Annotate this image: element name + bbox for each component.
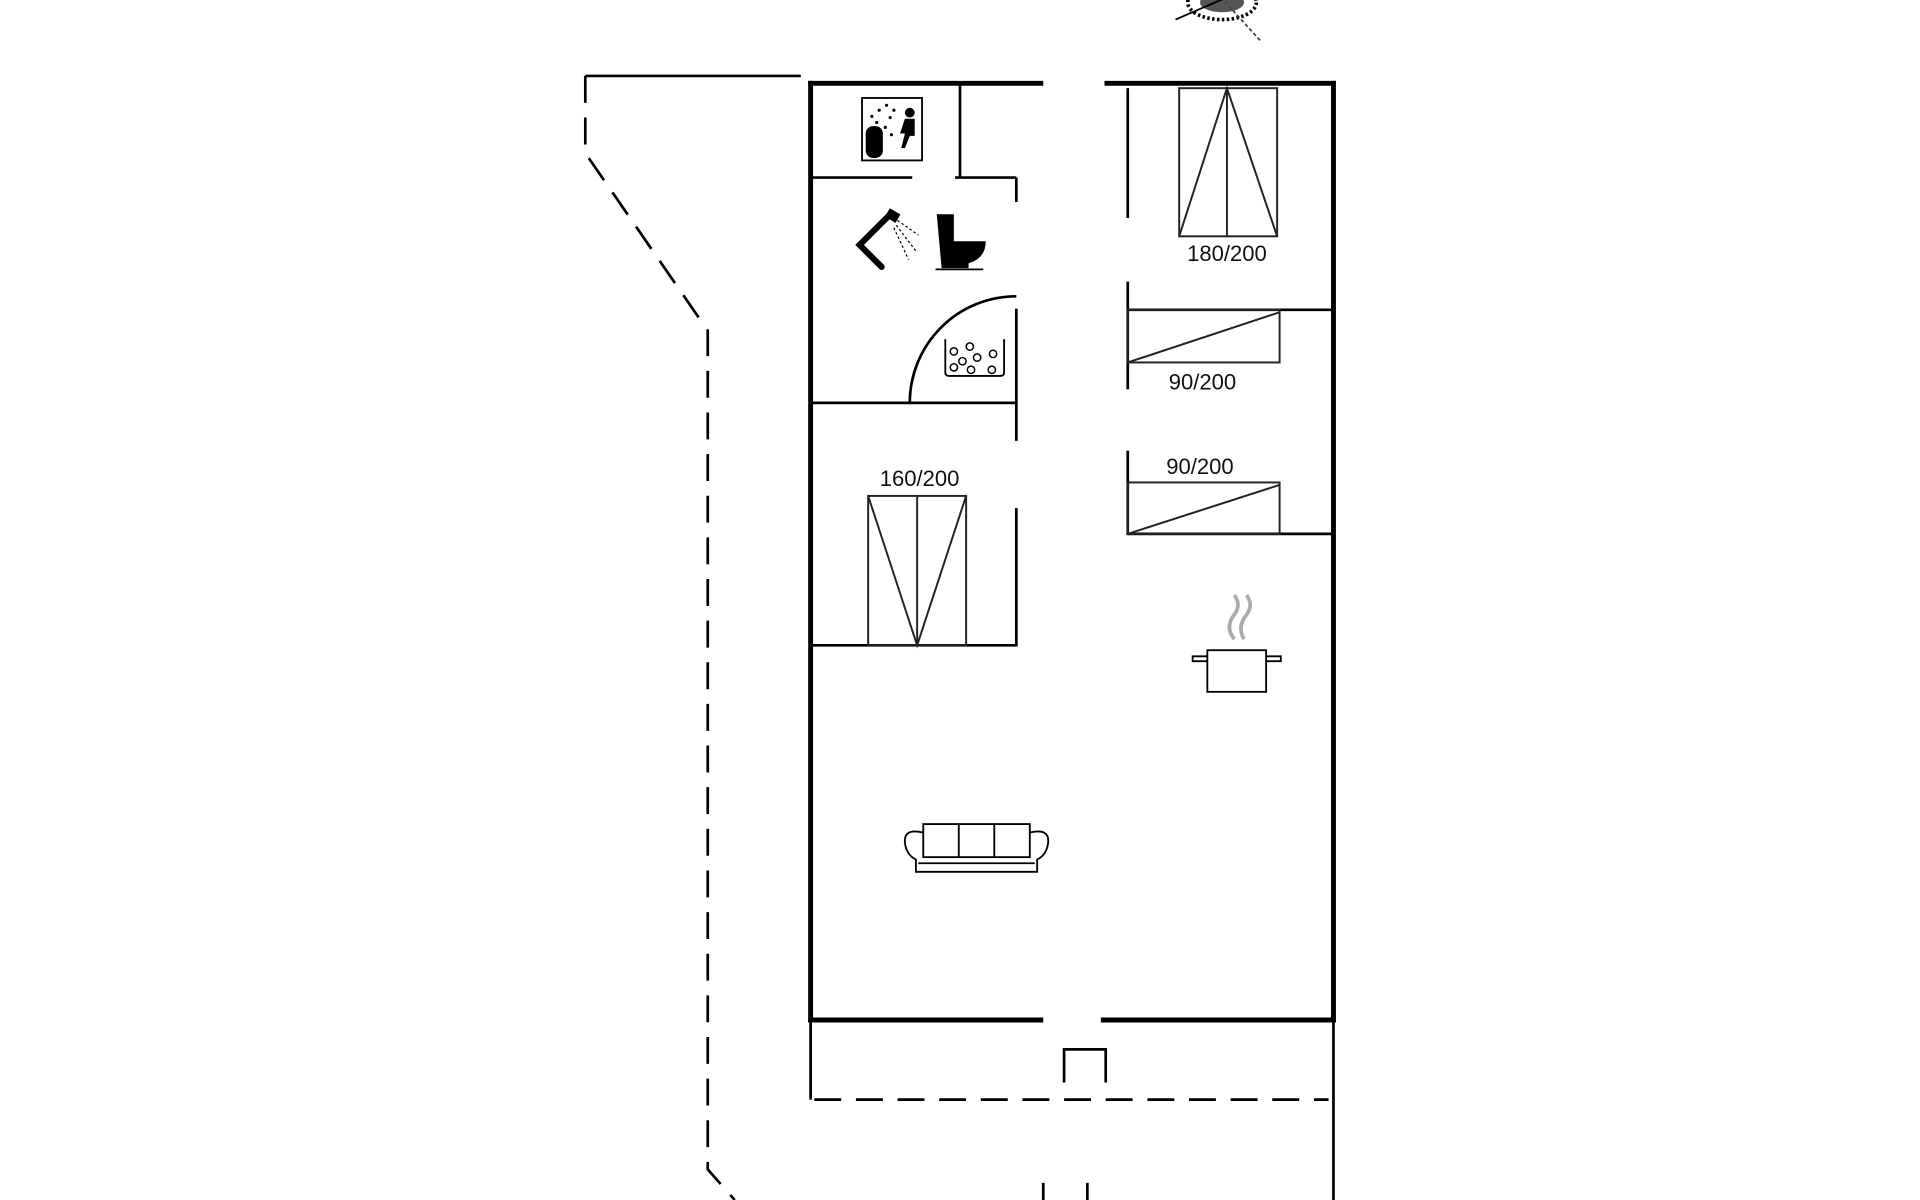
bed-180-200: 180/200 (1178, 85, 1279, 266)
cooking-pot-icon (1191, 594, 1282, 693)
compass-icon (1175, 0, 1262, 43)
whirlpool-tub-icon (944, 339, 1005, 377)
entrance-step (1062, 1048, 1108, 1083)
toilet-icon (935, 214, 986, 271)
bed-size-label: 160/200 (880, 466, 960, 491)
bed-size-label: 90/200 (1169, 369, 1236, 394)
bed-90-200-lower: 90/200 (1126, 454, 1281, 535)
sauna-icon (861, 97, 923, 162)
shower-icon (855, 208, 919, 270)
bed-160-200: 160/200 (867, 466, 968, 649)
bed-90-200-upper: 90/200 (1126, 308, 1281, 394)
outer-walls (808, 80, 1336, 1023)
bed-size-label: 90/200 (1166, 454, 1233, 479)
bed-size-label: 180/200 (1187, 241, 1267, 266)
sofa-icon (903, 823, 1050, 873)
terrace-outline (583, 74, 1335, 1200)
